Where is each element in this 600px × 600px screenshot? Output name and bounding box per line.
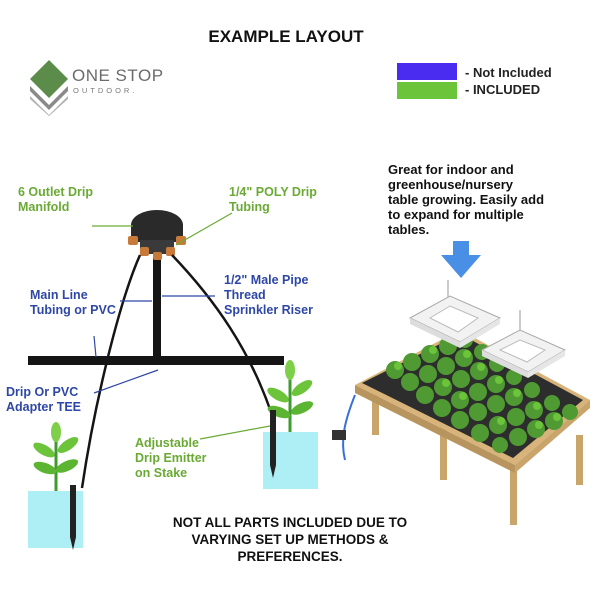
drip-tube-right <box>171 254 274 416</box>
down-arrow-icon <box>441 241 481 278</box>
manifold-icon <box>128 210 186 260</box>
parts-disclaimer: NOT ALL PARTS INCLUDED DUE TO VARYING SE… <box>172 515 408 564</box>
right-plant-pot-icon <box>263 360 318 489</box>
logo-wordmark: ONE STOP <box>72 66 164 85</box>
legend-swatch-not-included <box>397 63 457 80</box>
greenhouse-table-illustration <box>332 280 590 525</box>
main-line-pipe <box>28 356 284 365</box>
one-stop-outdoor-logo-icon <box>30 60 68 116</box>
logo-subtext: OUTDOOR. <box>73 86 138 95</box>
legend-label-not-included: - Not Included <box>465 65 552 80</box>
page-title: EXAMPLE LAYOUT <box>208 27 364 46</box>
greenhouse-note: Great for indoor and greenhouse/nursery … <box>388 162 545 237</box>
legend-swatch-included <box>397 82 457 99</box>
riser-pipe <box>153 258 161 358</box>
left-plant-pot-icon <box>28 422 83 550</box>
drip-tube-left <box>80 254 142 489</box>
legend-label-included: - INCLUDED <box>465 82 541 97</box>
